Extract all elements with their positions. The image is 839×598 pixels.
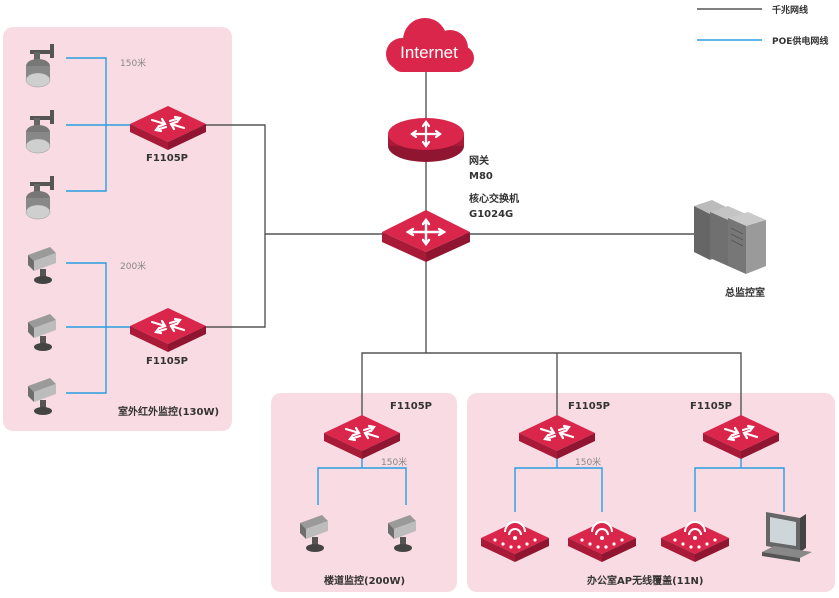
gateway-label: 网关 — [469, 156, 489, 167]
poe-links — [66, 57, 785, 512]
router-icon — [388, 118, 464, 162]
outdoor-dist-top: 150米 — [120, 59, 147, 69]
gigabit-links — [200, 70, 742, 420]
cloud-icon — [386, 18, 474, 72]
outdoor-switch-bottom-label: F1105P — [146, 356, 188, 367]
core-switch-model: G1024G — [469, 209, 514, 220]
switch-icon — [128, 306, 208, 354]
computer-icon — [762, 512, 812, 562]
legend-gigabit-label: 千兆网线 — [772, 6, 809, 16]
bullet-camera-icon — [388, 515, 416, 552]
office-switch-right-label: F1105P — [690, 401, 732, 412]
switch-icon — [128, 104, 208, 152]
switch-icon — [322, 413, 402, 461]
bullet-camera-icon — [28, 378, 56, 415]
switch-icon — [701, 413, 781, 461]
legend-poe-label: POE供电网线 — [772, 37, 829, 47]
outdoor-switch-top-label: F1105P — [146, 153, 188, 164]
server-label: 总监控室 — [725, 288, 765, 299]
outdoor-dist-bottom: 200米 — [120, 262, 147, 272]
switch-icon — [517, 413, 597, 461]
access-point-icon — [660, 521, 730, 563]
switch-icon — [382, 210, 470, 262]
corridor-dist: 150米 — [381, 458, 408, 468]
office-zone — [467, 393, 835, 592]
corridor-switch-label: F1105P — [390, 401, 432, 412]
ptz-camera-icon — [25, 109, 55, 154]
office-dist: 150米 — [575, 458, 602, 468]
office-switch-left-label: F1105P — [568, 401, 610, 412]
bullet-camera-icon — [28, 314, 56, 351]
office-zone-title: 办公室AP无线覆盖(11N) — [587, 576, 704, 587]
bullet-camera-icon — [28, 247, 56, 284]
corridor-zone-title: 楼道监控(200W) — [324, 576, 406, 587]
server-icon — [694, 200, 766, 274]
outdoor-zone-title: 室外红外监控(130W) — [118, 407, 220, 418]
ptz-camera-icon — [25, 175, 55, 220]
outdoor-zone — [3, 27, 232, 431]
internet-label: Internet — [400, 43, 458, 62]
ptz-camera-icon — [25, 43, 55, 88]
core-switch-label: 核心交换机 — [469, 194, 519, 205]
gateway-model: M80 — [469, 171, 493, 182]
access-point-icon — [480, 521, 550, 563]
access-point-icon — [567, 521, 637, 563]
bullet-camera-icon — [300, 515, 328, 552]
